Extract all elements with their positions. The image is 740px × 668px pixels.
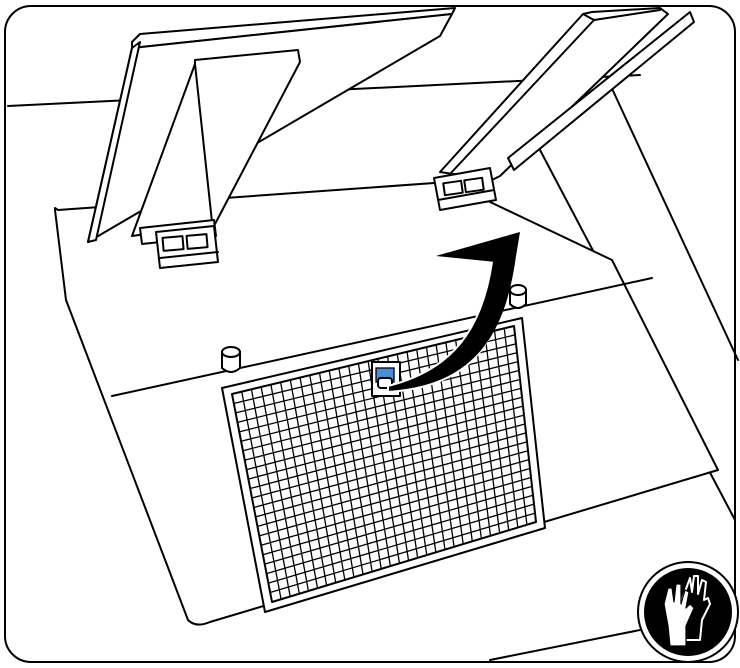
panel-pin-left <box>221 346 241 373</box>
mesh-horizontal-line <box>266 494 534 575</box>
mesh-horizontal-line <box>246 396 523 471</box>
mesh-horizontal-line <box>257 450 529 527</box>
mesh-horizontal-line <box>253 432 527 509</box>
mesh-horizontal-line <box>269 512 536 594</box>
mesh-horizontal-line <box>259 459 530 537</box>
mesh-horizontal-line <box>240 369 520 442</box>
mesh-horizontal-line <box>251 423 526 499</box>
lift-arrow-shape <box>392 232 520 390</box>
mesh-horizontal-line <box>264 485 533 565</box>
mesh-horizontal-line <box>242 378 521 452</box>
right-cover <box>433 7 695 211</box>
mesh-horizontal-line <box>262 476 532 556</box>
mesh-horizontal-line <box>248 405 524 480</box>
panel-division-line <box>111 277 653 397</box>
gloves-icon <box>637 561 739 663</box>
mesh-horizontal-line <box>268 503 535 584</box>
mesh-horizontal-line <box>244 387 522 461</box>
mesh-horizontal-line <box>255 441 528 518</box>
mesh-horizontal-line <box>260 467 531 546</box>
left-cover <box>87 7 456 269</box>
mesh-horizontal-line <box>250 414 525 490</box>
panel-pin-right <box>509 284 527 309</box>
